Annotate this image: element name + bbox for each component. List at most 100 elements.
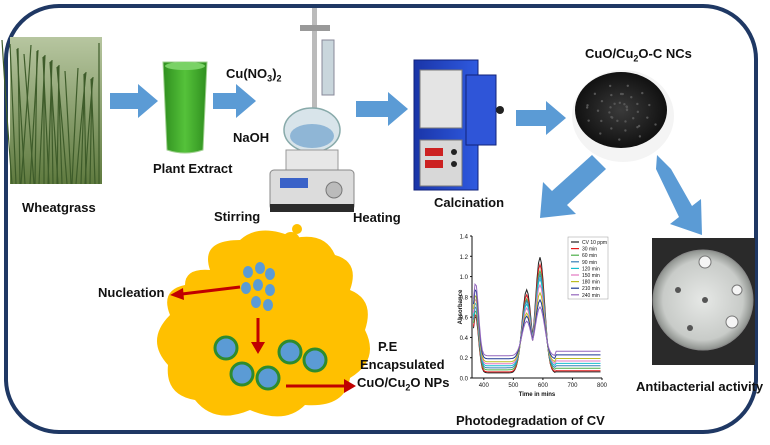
- powder-speck: [624, 129, 627, 132]
- nuclei-cluster: [241, 262, 275, 311]
- antibacterial-label: Antibacterial activity: [636, 379, 764, 394]
- grass-blade: [17, 47, 21, 185]
- photodegradation-label: Photodegradation of CV: [456, 413, 605, 428]
- powder-speck: [618, 138, 621, 141]
- x-tick-label: 400: [479, 383, 490, 389]
- grass-blade: [84, 76, 94, 185]
- grass-blade: [23, 53, 35, 185]
- powder-speck: [609, 106, 612, 109]
- nucleation-label: Nucleation: [98, 285, 165, 300]
- chart-series-line: [473, 277, 601, 367]
- x-tick-label: 800: [597, 383, 608, 389]
- stirrer-hotplate-apparatus: [269, 8, 355, 212]
- encapsulation-arrow: [286, 379, 356, 393]
- powder-speck: [610, 93, 613, 97]
- powder-speck: [608, 84, 612, 88]
- powder-speck: [616, 119, 619, 123]
- powder-speck: [610, 116, 614, 119]
- y-tick-label: 1.2: [460, 255, 469, 261]
- grass-blade: [38, 54, 46, 185]
- powder-speck: [632, 117, 635, 120]
- frame-border: [4, 4, 758, 434]
- powder-speck: [636, 102, 639, 106]
- grass-blade: [71, 67, 79, 185]
- powder-speck: [600, 99, 604, 103]
- flow-arrow-to-photodegradation: [540, 155, 606, 218]
- plant-extract-glass: [162, 61, 208, 154]
- chart-series-line: [473, 288, 601, 360]
- y-tick-label: 0.2: [460, 356, 469, 362]
- grass-blade: [29, 49, 39, 185]
- flow-arrow-to-antibacterial: [656, 155, 702, 235]
- powder-speck: [646, 116, 649, 119]
- powder-speck: [586, 104, 589, 107]
- legend-entry: 120 min: [582, 266, 600, 272]
- wheatgrass-image: [1, 37, 102, 185]
- powder-speck: [654, 123, 657, 126]
- flow-arrow-3: [356, 92, 408, 126]
- powder-speck: [636, 110, 640, 114]
- grass-blade: [20, 44, 32, 185]
- flow-arrow-4: [516, 101, 566, 135]
- powder-speck: [625, 108, 629, 111]
- powder-speck: [596, 109, 600, 112]
- powder-speck: [626, 84, 630, 88]
- y-tick-label: 0.4: [460, 336, 469, 342]
- grass-blade: [64, 70, 72, 185]
- encapsulated-label: Encapsulated: [360, 357, 445, 372]
- encapsulated-nanoparticles: [213, 335, 328, 391]
- stirring-label: Stirring: [214, 209, 261, 224]
- powder-speck: [587, 119, 590, 122]
- x-tick-label: 700: [567, 383, 578, 389]
- chart-y-label: Absorbance: [458, 289, 464, 324]
- powder-speck: [585, 106, 589, 109]
- petri-dish-image: [652, 238, 755, 365]
- grass-blade: [9, 43, 17, 185]
- legend-entry: 240 min: [582, 293, 600, 299]
- pe-label: P.E: [378, 339, 398, 354]
- grass-blade: [47, 59, 53, 185]
- powder-speck: [637, 124, 641, 128]
- powder-speck: [648, 103, 651, 107]
- growth-arrow: [251, 318, 265, 354]
- legend-entry: 60 min: [582, 253, 597, 259]
- powder-speck: [608, 111, 611, 114]
- flow-arrow-1: [110, 84, 158, 118]
- cuo-powder-image: [572, 70, 674, 162]
- y-tick-label: 1.4: [460, 235, 469, 241]
- grass-blade: [75, 71, 87, 185]
- powder-speck: [636, 125, 639, 129]
- powder-speck: [618, 101, 622, 105]
- powder-speck: [623, 103, 626, 106]
- x-tick-label: 500: [508, 383, 519, 389]
- powder-speck: [625, 105, 628, 108]
- powder-speck: [613, 102, 616, 106]
- chart-series-line: [473, 283, 601, 365]
- y-tick-label: 0.0: [460, 377, 469, 383]
- legend-entry: 180 min: [582, 280, 600, 286]
- nanoparticles-label: CuO/Cu2O NPs: [357, 375, 450, 393]
- calcination-label: Calcination: [434, 195, 505, 210]
- powder-speck: [641, 91, 644, 95]
- legend-entry: 210 min: [582, 286, 600, 292]
- reagent-copper-nitrate-label: Cu(NO3)2: [226, 66, 282, 84]
- nucleation-arrow: [170, 285, 241, 300]
- chart-series-line: [473, 283, 601, 357]
- legend-entry: 30 min: [582, 247, 597, 253]
- wheatgrass-label: Wheatgrass: [22, 200, 96, 215]
- reagent-naoh-label: NaOH: [233, 130, 270, 145]
- legend-entry: 90 min: [582, 260, 597, 266]
- powder-speck: [610, 127, 613, 130]
- y-tick-label: 0.8: [460, 295, 469, 301]
- grass-blade: [1, 39, 13, 185]
- powder-speck: [599, 132, 602, 135]
- powder-speck: [630, 96, 633, 99]
- chart-x-label: Time in mins: [519, 392, 556, 398]
- powder-speck: [593, 92, 597, 96]
- legend-entry: CV 10 ppm: [582, 240, 607, 246]
- legend-entry: 150 min: [582, 273, 600, 279]
- x-tick-label: 600: [538, 383, 549, 389]
